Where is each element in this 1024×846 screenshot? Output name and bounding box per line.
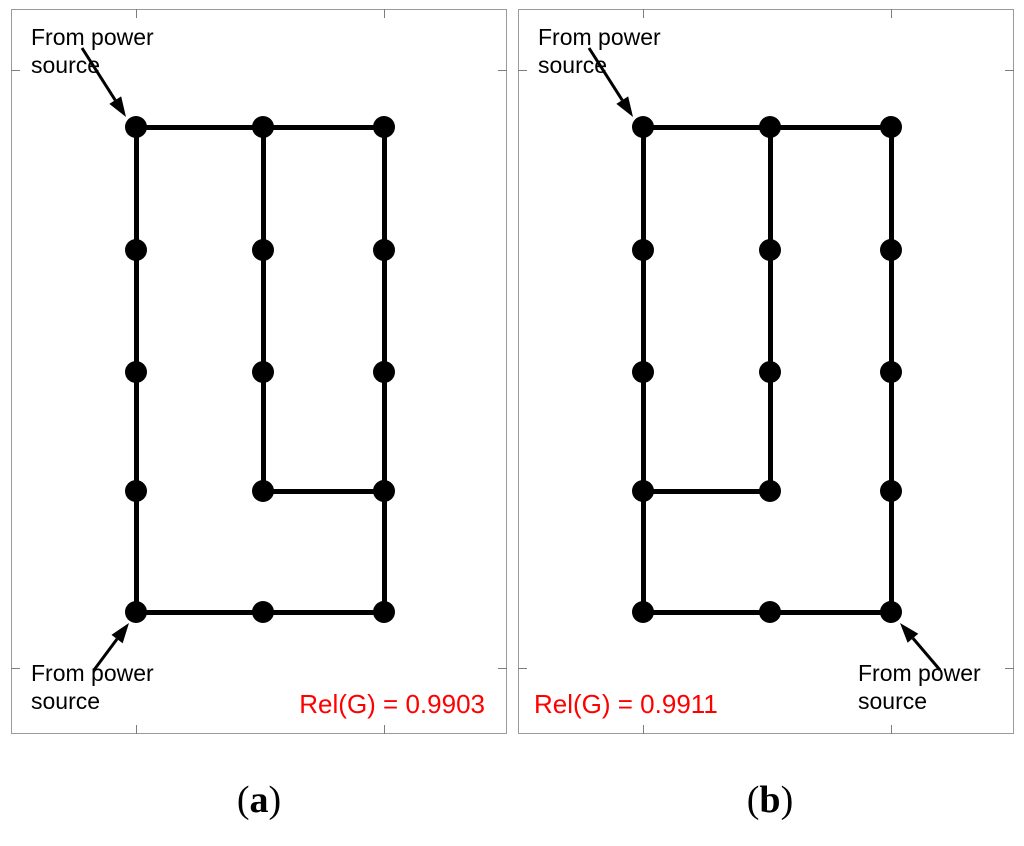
edge-v-a-11 bbox=[260, 372, 266, 491]
tick-bottom-a-1 bbox=[384, 725, 385, 734]
caption-paren-close-a: ) bbox=[268, 779, 282, 821]
graph-node-b-r0c2[interactable] bbox=[880, 116, 902, 138]
graph-node-a-r1c0[interactable] bbox=[125, 239, 147, 261]
from-power-source-top-b: From power source bbox=[538, 24, 661, 78]
graph-node-a-r2c1[interactable] bbox=[252, 361, 274, 383]
tick-left-a-1 bbox=[11, 668, 20, 669]
edge-v-a-12 bbox=[381, 127, 387, 250]
reliability-label-a: Rel(G) = 0.9903 bbox=[299, 689, 485, 719]
caption-letter-b: b bbox=[759, 779, 781, 821]
edge-h-a-3 bbox=[136, 609, 263, 615]
edge-v-b-10 bbox=[767, 250, 773, 372]
graph-node-a-r4c1[interactable] bbox=[252, 601, 274, 623]
tick-right-b-1 bbox=[1005, 668, 1014, 669]
graph-node-b-r1c0[interactable] bbox=[632, 239, 654, 261]
graph-node-b-r3c0[interactable] bbox=[632, 480, 654, 502]
graph-node-a-r0c1[interactable] bbox=[252, 116, 274, 138]
caption-paren-open-b: ( bbox=[746, 779, 760, 821]
tick-top-a-0 bbox=[136, 9, 137, 18]
panel-caption-a: (a) bbox=[159, 778, 359, 822]
edge-v-b-11 bbox=[767, 372, 773, 491]
graph-node-a-r3c2[interactable] bbox=[373, 480, 395, 502]
from-power-source-bottom-b: From power source bbox=[858, 660, 981, 714]
tick-right-a-0 bbox=[498, 70, 507, 71]
tick-bottom-b-0 bbox=[643, 725, 644, 734]
from-power-source-bottom-a: From power source bbox=[31, 660, 154, 714]
graph-node-a-r0c0[interactable] bbox=[125, 116, 147, 138]
graph-node-b-r4c1[interactable] bbox=[759, 601, 781, 623]
caption-letter-a: a bbox=[249, 779, 269, 821]
caption-paren-open-a: ( bbox=[236, 779, 250, 821]
edge-v-b-9 bbox=[767, 127, 773, 250]
edge-v-b-7 bbox=[640, 372, 646, 491]
edge-h-b-0 bbox=[643, 124, 770, 130]
graph-node-a-r3c1[interactable] bbox=[252, 480, 274, 502]
tick-top-b-1 bbox=[891, 9, 892, 18]
graph-node-a-r4c2[interactable] bbox=[373, 601, 395, 623]
edge-h-b-2 bbox=[643, 488, 770, 494]
edge-v-a-8 bbox=[133, 491, 139, 612]
edge-v-a-10 bbox=[260, 250, 266, 372]
tick-bottom-a-0 bbox=[136, 725, 137, 734]
graph-node-a-r2c0[interactable] bbox=[125, 361, 147, 383]
edge-v-b-14 bbox=[888, 372, 894, 491]
graph-node-b-r1c2[interactable] bbox=[880, 239, 902, 261]
edge-v-b-12 bbox=[888, 127, 894, 250]
graph-node-a-r4c0[interactable] bbox=[125, 601, 147, 623]
tick-right-b-0 bbox=[1005, 70, 1014, 71]
edge-v-a-9 bbox=[260, 127, 266, 250]
graph-node-b-r2c0[interactable] bbox=[632, 361, 654, 383]
caption-paren-close-b: ) bbox=[780, 779, 794, 821]
edge-h-a-1 bbox=[263, 124, 384, 130]
tick-left-b-1 bbox=[518, 668, 527, 669]
edge-v-a-14 bbox=[381, 372, 387, 491]
edge-v-a-6 bbox=[133, 250, 139, 372]
graph-node-b-r2c1[interactable] bbox=[759, 361, 781, 383]
edge-v-b-8 bbox=[640, 491, 646, 612]
tick-bottom-b-1 bbox=[891, 725, 892, 734]
tick-top-b-0 bbox=[643, 9, 644, 18]
edge-h-b-1 bbox=[770, 124, 891, 130]
graph-node-b-r3c2[interactable] bbox=[880, 480, 902, 502]
edge-v-b-6 bbox=[640, 250, 646, 372]
edge-v-b-15 bbox=[888, 491, 894, 612]
edge-h-a-0 bbox=[136, 124, 263, 130]
graph-node-b-r4c2[interactable] bbox=[880, 601, 902, 623]
from-power-source-top-a: From power source bbox=[31, 24, 154, 78]
tick-top-a-1 bbox=[384, 9, 385, 18]
edge-v-a-15 bbox=[381, 491, 387, 612]
edge-h-b-3 bbox=[643, 609, 770, 615]
graph-node-b-r0c0[interactable] bbox=[632, 116, 654, 138]
graph-node-b-r3c1[interactable] bbox=[759, 480, 781, 502]
edge-h-a-2 bbox=[263, 488, 384, 494]
graph-node-a-r1c1[interactable] bbox=[252, 239, 274, 261]
reliability-label-b: Rel(G) = 0.9911 bbox=[534, 689, 718, 719]
panel-caption-b: (b) bbox=[670, 778, 870, 822]
graph-node-b-r1c1[interactable] bbox=[759, 239, 781, 261]
edge-v-a-7 bbox=[133, 372, 139, 491]
edge-v-a-5 bbox=[133, 127, 139, 250]
graph-node-a-r1c2[interactable] bbox=[373, 239, 395, 261]
tick-left-b-0 bbox=[518, 70, 527, 71]
tick-right-a-1 bbox=[498, 668, 507, 669]
graph-node-b-r2c2[interactable] bbox=[880, 361, 902, 383]
graph-node-a-r3c0[interactable] bbox=[125, 480, 147, 502]
edge-v-b-13 bbox=[888, 250, 894, 372]
edge-h-b-4 bbox=[770, 609, 891, 615]
edge-h-a-4 bbox=[263, 609, 384, 615]
graph-node-a-r2c2[interactable] bbox=[373, 361, 395, 383]
graph-node-b-r0c1[interactable] bbox=[759, 116, 781, 138]
edge-v-a-13 bbox=[381, 250, 387, 372]
graph-node-b-r4c0[interactable] bbox=[632, 601, 654, 623]
edge-v-b-5 bbox=[640, 127, 646, 250]
graph-node-a-r0c2[interactable] bbox=[373, 116, 395, 138]
tick-left-a-0 bbox=[11, 70, 20, 71]
